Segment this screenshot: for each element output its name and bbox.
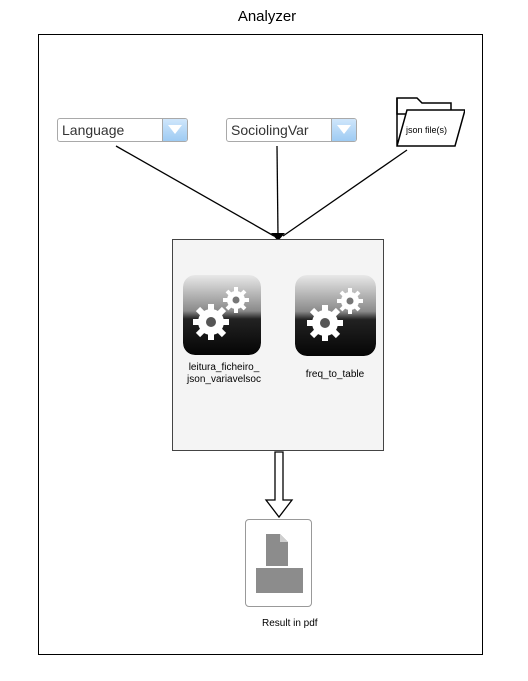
arrowhead-in xyxy=(271,233,285,241)
tile-label-line2: json_variavelsoc xyxy=(187,374,261,385)
document-icon xyxy=(256,534,303,593)
result-document[interactable] xyxy=(245,519,312,607)
sociolingvar-select[interactable]: SociolingVar xyxy=(226,118,357,142)
json-folder[interactable]: json file(s) xyxy=(395,94,465,152)
gear-tile-leitura[interactable] xyxy=(183,275,261,355)
language-select[interactable]: Language xyxy=(57,118,188,142)
sociolingvar-select-label: SociolingVar xyxy=(231,122,309,138)
diagram-title: Analyzer xyxy=(237,8,297,25)
arrow-sociolingvar xyxy=(276,145,279,237)
arrow-json xyxy=(282,149,408,237)
chevron-down-icon xyxy=(337,125,351,134)
json-folder-label: json file(s) xyxy=(406,125,448,135)
gears-icon xyxy=(295,275,376,356)
sociolingvar-dropdown-button[interactable] xyxy=(331,119,356,141)
gear-tile-freq[interactable] xyxy=(295,275,376,356)
chevron-down-icon xyxy=(168,125,182,134)
tile-label-line1: leitura_ficheiro_ xyxy=(188,362,260,373)
folder-icon xyxy=(396,97,465,147)
gear-tile-freq-label: freq_to_table xyxy=(305,369,365,380)
gear-tile-leitura-label: leitura_ficheiro_ json_variavelsoc xyxy=(172,362,276,386)
gears-icon xyxy=(183,275,261,355)
analyzer-frame xyxy=(38,34,483,655)
output-arrow xyxy=(264,451,294,519)
language-select-label: Language xyxy=(62,122,125,138)
language-dropdown-button[interactable] xyxy=(162,119,187,141)
result-label: Result in pdf xyxy=(262,618,318,629)
arrow-language xyxy=(115,145,275,237)
